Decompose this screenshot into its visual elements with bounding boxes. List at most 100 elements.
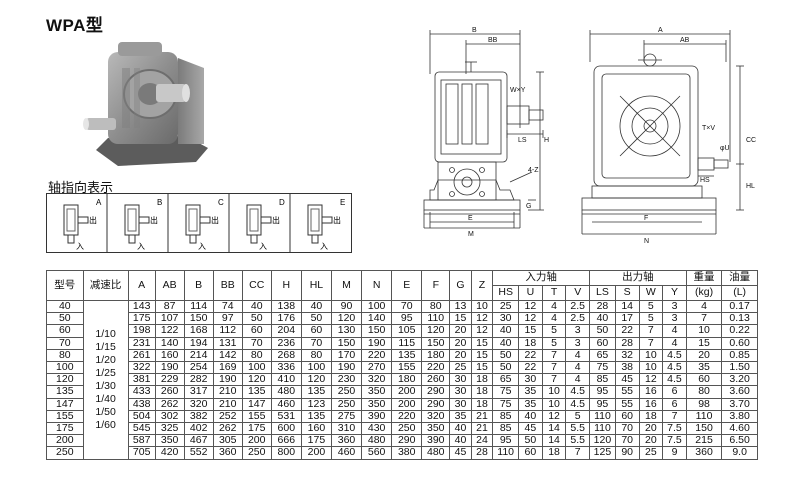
table-cell: 131 bbox=[212, 336, 243, 350]
table-cell: 10 bbox=[638, 348, 664, 363]
table-cell: 12 bbox=[518, 312, 543, 326]
table-cell: 545 bbox=[127, 422, 156, 436]
table-cell: 14 bbox=[614, 299, 640, 314]
table-cell: 4 bbox=[565, 373, 591, 387]
table-cell: 250 bbox=[241, 446, 272, 460]
dim-label-b: B bbox=[472, 27, 477, 34]
table-cell: 65 bbox=[589, 348, 616, 363]
table-cell: 30 bbox=[449, 373, 472, 387]
table-cell: 147 bbox=[241, 397, 272, 411]
table-cell: 140 bbox=[361, 312, 393, 326]
table-cell: 10 bbox=[541, 385, 567, 399]
table-cell: 3 bbox=[565, 336, 591, 350]
table-cell: 55 bbox=[614, 397, 640, 411]
header-oil-unit: (L) bbox=[721, 285, 758, 301]
table-cell: 4 bbox=[565, 348, 591, 363]
table-cell: 60 bbox=[46, 324, 84, 338]
header-z: Z bbox=[470, 270, 494, 301]
table-cell: 467 bbox=[183, 434, 214, 448]
table-cell: 410 bbox=[270, 373, 302, 387]
table-cell: 32 bbox=[614, 348, 640, 363]
table-cell: 175 bbox=[241, 422, 272, 436]
axis-in-label: 入 bbox=[76, 242, 84, 251]
table-cell: 95 bbox=[589, 397, 616, 411]
table-cell: 142 bbox=[212, 348, 243, 363]
table-cell: 4.5 bbox=[662, 348, 687, 363]
table-cell: 250 bbox=[391, 422, 423, 436]
table-cell: 50 bbox=[300, 312, 332, 326]
table-cell: 135 bbox=[241, 385, 272, 399]
axis-option-c: C出入 bbox=[185, 198, 224, 251]
table-cell: 3 bbox=[565, 324, 591, 338]
axis-option-e: E出入 bbox=[307, 198, 345, 251]
header-weight-unit: (kg) bbox=[685, 285, 723, 301]
table-cell: 20 bbox=[449, 336, 472, 350]
table-cell: 150 bbox=[183, 312, 214, 326]
table-cell: 1.50 bbox=[721, 361, 758, 375]
table-cell: 210 bbox=[212, 385, 243, 399]
table-cell: 40 bbox=[300, 299, 332, 314]
table-cell: 360 bbox=[330, 434, 363, 448]
table-cell: 74 bbox=[212, 299, 243, 314]
table-cell: 147 bbox=[46, 397, 84, 411]
header-oil: 油量 bbox=[721, 270, 758, 286]
table-cell: 60 bbox=[614, 409, 640, 424]
dim-label-ab: AB bbox=[680, 37, 690, 44]
table-cell: 40 bbox=[241, 299, 272, 314]
table-cell: 0.60 bbox=[721, 336, 758, 350]
table-cell: 35 bbox=[685, 361, 723, 375]
table-cell: 120 bbox=[421, 324, 451, 338]
table-cell: 40 bbox=[492, 336, 520, 350]
table-cell: 169 bbox=[212, 361, 243, 375]
table-cell: 260 bbox=[421, 373, 451, 387]
table-cell: 30 bbox=[492, 312, 520, 326]
table-cell: 260 bbox=[154, 385, 185, 399]
table-cell: 7.5 bbox=[662, 422, 687, 436]
axis-out-label: 出 bbox=[272, 215, 280, 225]
table-cell: 552 bbox=[183, 446, 214, 460]
table-cell: 98 bbox=[685, 397, 723, 411]
table-cell: 3 bbox=[662, 299, 687, 314]
axis-in-label: 入 bbox=[320, 242, 328, 251]
table-cell: 800 bbox=[270, 446, 302, 460]
header-g: G bbox=[449, 270, 472, 301]
table-cell: 0.17 bbox=[721, 299, 758, 314]
table-cell: 28 bbox=[614, 336, 640, 350]
header-u: U bbox=[518, 285, 543, 301]
header-h: H bbox=[270, 270, 302, 301]
table-cell: 95 bbox=[589, 385, 616, 399]
table-cell: 20 bbox=[449, 348, 472, 363]
table-cell: 85 bbox=[589, 373, 616, 387]
ratio-item: 1/15 bbox=[95, 340, 116, 353]
table-cell: 160 bbox=[300, 422, 332, 436]
table-cell: 20 bbox=[685, 348, 723, 363]
table-cell: 55 bbox=[614, 385, 640, 399]
table-cell: 35 bbox=[449, 409, 472, 424]
table-cell: 317 bbox=[183, 385, 214, 399]
table-cell: 229 bbox=[154, 373, 185, 387]
table-cell: 50 bbox=[518, 434, 543, 448]
table-cell: 560 bbox=[361, 446, 393, 460]
table-cell: 4.5 bbox=[565, 385, 591, 399]
table-cell: 45 bbox=[518, 422, 543, 436]
dim-label-hl: HL bbox=[746, 183, 755, 190]
table-cell: 250 bbox=[330, 385, 363, 399]
header-s: S bbox=[614, 285, 640, 301]
table-cell: 200 bbox=[391, 397, 423, 411]
table-cell: 210 bbox=[212, 397, 243, 411]
header-ab: AB bbox=[154, 270, 185, 301]
table-cell: 60 bbox=[518, 446, 543, 460]
table-cell: 12 bbox=[518, 299, 543, 314]
table-cell: 190 bbox=[361, 336, 393, 350]
table-cell: 70 bbox=[300, 336, 332, 350]
table-cell: 85 bbox=[492, 422, 520, 436]
table-cell: 60 bbox=[589, 336, 616, 350]
table-cell: 14 bbox=[541, 422, 567, 436]
table-cell: 95 bbox=[391, 312, 423, 326]
